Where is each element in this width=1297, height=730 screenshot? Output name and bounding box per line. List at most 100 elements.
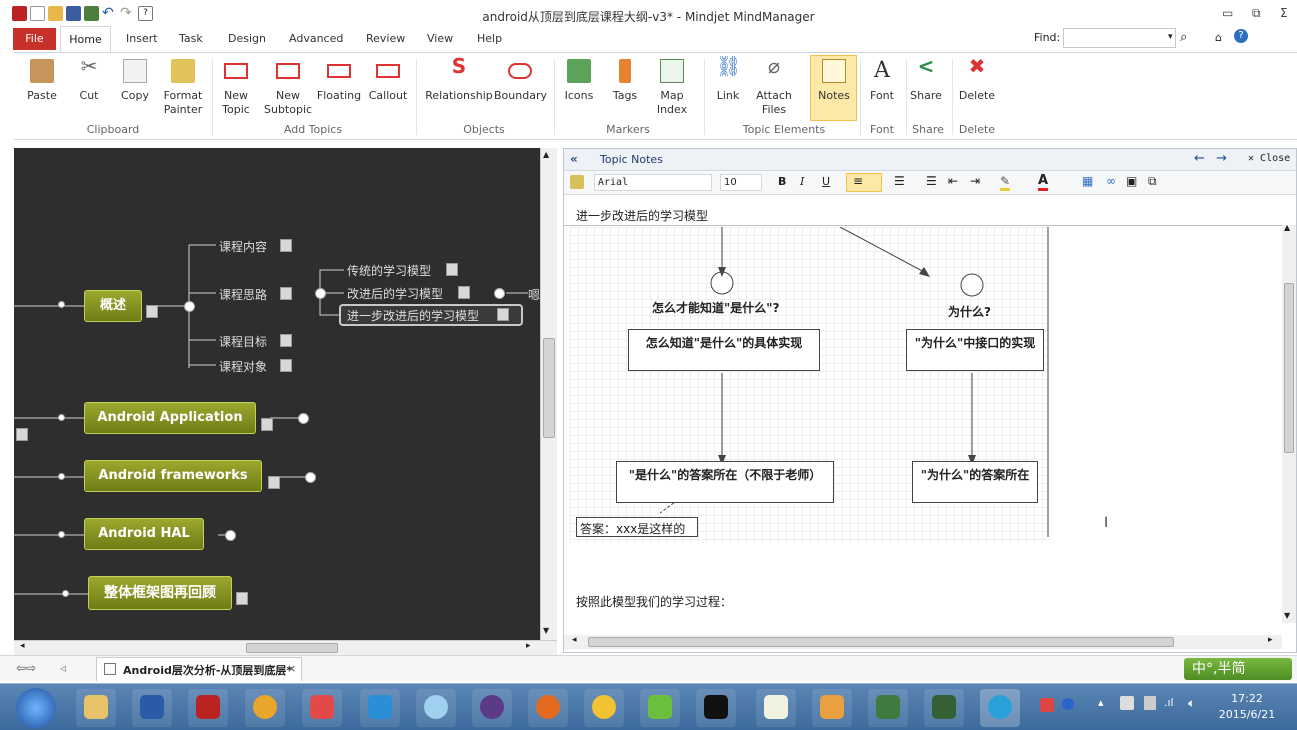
scroll-left-icon[interactable]: ◂: [20, 641, 25, 651]
note-icon[interactable]: [280, 359, 292, 372]
tab-nav-arrows-icon[interactable]: ⇦⇨: [16, 661, 37, 675]
scroll-up-icon[interactable]: ▲: [1284, 223, 1291, 232]
network-error-icon[interactable]: [1120, 696, 1134, 710]
note-icon[interactable]: [458, 286, 470, 299]
numbered-list-icon[interactable]: ☰: [894, 174, 905, 188]
taskbar-notepad[interactable]: [756, 689, 796, 727]
expand-toggle[interactable]: [298, 413, 309, 424]
subtopic-course-audience[interactable]: 课程对象: [219, 360, 268, 374]
callout-button[interactable]: Callout: [368, 59, 408, 103]
note-icon[interactable]: [16, 428, 28, 441]
cut-button[interactable]: ✂Cut: [74, 56, 104, 103]
notes-horizontal-scrollbar[interactable]: ◂ ▸: [564, 635, 1282, 649]
note-icon[interactable]: [268, 476, 280, 489]
decrease-indent-icon[interactable]: ⇤: [948, 174, 959, 188]
highlight-color-icon[interactable]: ✎: [1000, 174, 1011, 191]
save-icon[interactable]: [66, 6, 81, 21]
taskbar-eclipse[interactable]: [472, 689, 512, 727]
ime-status-bar[interactable]: 中°,半简: [1184, 658, 1292, 680]
taskbar-app-film[interactable]: [980, 689, 1020, 727]
restore-icon[interactable]: ⧉: [1252, 6, 1261, 20]
font-size-select[interactable]: 10: [720, 174, 762, 191]
close-tab-icon[interactable]: ×: [287, 662, 297, 675]
topic-overview[interactable]: 概述: [84, 290, 142, 322]
subtopic-traditional-model[interactable]: 传统的学习模型: [347, 264, 432, 278]
delete-button[interactable]: ✖Delete: [958, 54, 996, 102]
note-icon[interactable]: [261, 418, 273, 431]
forward-arrow-icon[interactable]: →: [1216, 151, 1227, 166]
taskbar-explorer[interactable]: [76, 689, 116, 727]
find-dropdown-icon[interactable]: ▾: [1168, 32, 1173, 42]
minimize-icon[interactable]: ▭: [1222, 6, 1234, 20]
link-icon[interactable]: ∞: [1106, 174, 1116, 188]
expand-toggle[interactable]: [225, 530, 236, 541]
topic-android-hal[interactable]: Android HAL: [84, 518, 204, 550]
collapse-pane-icon[interactable]: «: [570, 152, 578, 166]
subtopic-course-content[interactable]: 课程内容: [219, 240, 268, 254]
subtopic-trailing[interactable]: 嗯: [528, 288, 540, 302]
underline-icon[interactable]: U: [822, 175, 831, 188]
signal-icon[interactable]: .ıl: [1164, 696, 1174, 709]
undo-icon[interactable]: ↶: [102, 5, 114, 21]
help-icon[interactable]: ?: [138, 6, 153, 21]
scroll-right-icon[interactable]: ▸: [526, 641, 531, 651]
scroll-thumb[interactable]: [1284, 283, 1294, 453]
help-circle-icon[interactable]: ?: [1234, 29, 1248, 43]
map-horizontal-scrollbar[interactable]: ◂ ▸: [14, 640, 557, 655]
font-family-select[interactable]: Arial: [594, 174, 712, 191]
battery-icon[interactable]: [1144, 696, 1156, 710]
note-icon[interactable]: [497, 308, 509, 321]
close-window-icon[interactable]: Σ: [1280, 6, 1288, 20]
italic-icon[interactable]: I: [800, 175, 805, 188]
subtopic-further-improved-model-selected[interactable]: 进一步改进后的学习模型: [339, 304, 523, 326]
sogou-tray-icon[interactable]: [1040, 698, 1054, 712]
expand-toggle[interactable]: [305, 472, 316, 483]
share-button[interactable]: <Share: [910, 54, 942, 102]
show-hidden-icons-icon[interactable]: ▴: [1098, 696, 1104, 709]
tab-task[interactable]: Task: [179, 32, 203, 45]
redo-icon[interactable]: ↷: [120, 5, 132, 21]
taskbar-app-box[interactable]: [812, 689, 852, 727]
scroll-thumb[interactable]: [543, 338, 555, 438]
taskbar-app-smile[interactable]: [584, 689, 624, 727]
taskbar-app-green2[interactable]: [924, 689, 964, 727]
format-painter-button[interactable]: Format Painter: [162, 59, 204, 117]
notes-document[interactable]: 进一步改进后的学习模型 怎么才能知道"是什么"? 为什么? 怎么知道"是什么"的…: [564, 195, 1282, 635]
save-all-icon[interactable]: [84, 6, 99, 21]
taskbar-mindmanager[interactable]: [188, 689, 228, 727]
clock-date[interactable]: 2015/6/21: [1218, 708, 1276, 721]
close-notes-button[interactable]: ✕ Close: [1248, 153, 1291, 164]
taskbar-app-compass[interactable]: [416, 689, 456, 727]
paste-button[interactable]: Paste: [26, 59, 58, 103]
font-color-icon[interactable]: A: [1038, 173, 1049, 191]
note-icon[interactable]: [446, 263, 458, 276]
taskbar-app-star[interactable]: [302, 689, 342, 727]
new-file-icon[interactable]: [30, 6, 45, 21]
notes-button[interactable]: Notes: [814, 59, 854, 103]
map-index-button[interactable]: Map Index: [650, 59, 694, 117]
scroll-right-icon[interactable]: ▸: [1268, 635, 1273, 645]
note-icon[interactable]: [146, 305, 158, 318]
copy-button[interactable]: Copy: [118, 59, 152, 103]
collapse-toggle[interactable]: [184, 301, 195, 312]
tab-scroll-left-icon[interactable]: ◃: [60, 661, 67, 675]
scroll-down-icon[interactable]: ▼: [543, 626, 550, 635]
scroll-left-icon[interactable]: ◂: [572, 635, 577, 645]
new-topic-button[interactable]: New Topic: [218, 59, 254, 117]
bullet-list-icon[interactable]: ☰: [926, 174, 937, 188]
attach-files-button[interactable]: ⌀Attach Files: [756, 54, 792, 116]
scroll-thumb[interactable]: [246, 643, 338, 653]
tab-file[interactable]: File: [13, 28, 56, 50]
topic-android-frameworks[interactable]: Android frameworks: [84, 460, 262, 492]
note-icon[interactable]: [236, 592, 248, 605]
back-arrow-icon[interactable]: ←: [1194, 151, 1205, 166]
scroll-down-icon[interactable]: ▼: [1284, 611, 1291, 620]
boundary-button[interactable]: Boundary: [494, 59, 547, 103]
open-folder-icon[interactable]: [48, 6, 63, 21]
scroll-thumb[interactable]: [588, 637, 1174, 647]
clock-time[interactable]: 17:22: [1231, 692, 1263, 705]
topic-android-application[interactable]: Android Application: [84, 402, 256, 434]
note-icon[interactable]: [280, 334, 292, 347]
